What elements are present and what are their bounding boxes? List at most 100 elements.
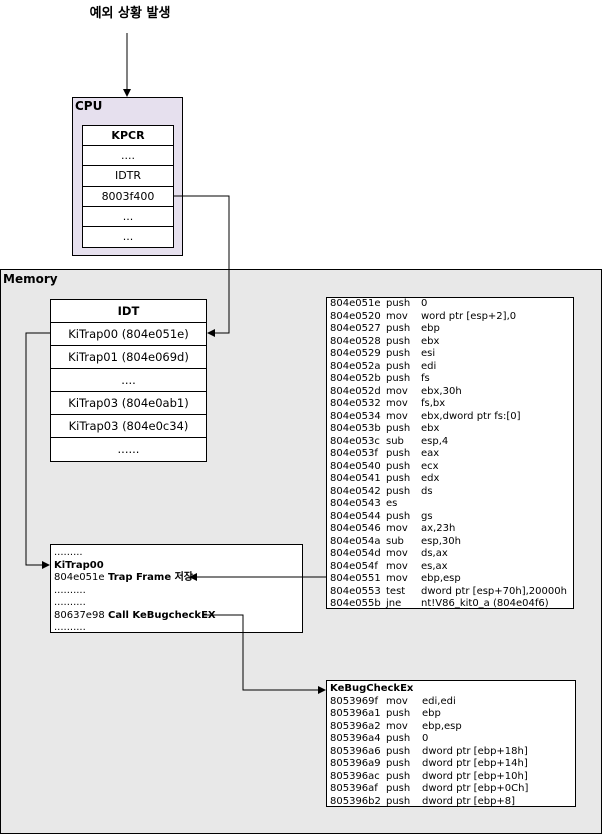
kebug-mnemonic: mov <box>386 695 408 707</box>
asm-mnemonic: mov <box>386 548 408 559</box>
asm-mnemonic: push <box>386 460 411 472</box>
asm-mnemonic: push <box>386 298 411 309</box>
asm-operand: 0 <box>421 298 428 309</box>
idt-entry-kitrap03-a: KiTrap03 (804e0ab1) <box>51 392 206 415</box>
kebug-operand: dword ptr [ebp+10h] <box>422 770 528 782</box>
kpcr-row-idtr-value: 8003f400 <box>83 187 173 207</box>
kitrap-address: ......... <box>54 547 83 558</box>
kitrap-line: .......... <box>54 622 302 635</box>
asm-line: 804e0520 mov word ptr [esp+2],0 <box>330 311 573 324</box>
kebug-address: 805396ac <box>330 770 380 782</box>
kebug-operand: ebp,esp <box>422 720 462 732</box>
kebug-operand: dword ptr [ebp+8] <box>422 795 516 807</box>
asm-address: 804e0527 <box>330 323 381 334</box>
kebug-address: 805396a6 <box>330 745 381 757</box>
kebug-operand: dword ptr [ebp+14h] <box>422 758 528 769</box>
asm-operand: word ptr [esp+2],0 <box>421 310 517 322</box>
asm-address: 804e0543 <box>330 498 381 509</box>
exception-event-label: 예외 상황 발생 <box>89 6 171 21</box>
asm-address: 804e0532 <box>330 398 381 409</box>
asm-mnemonic: push <box>386 485 411 497</box>
asm-operand: es,ax <box>421 560 448 572</box>
asm-operand: ebx,dword ptr fs:[0] <box>421 410 521 422</box>
kitrap-line: .......... <box>54 597 302 610</box>
asm-address: 804e0553 <box>330 585 381 597</box>
kitrap-text: Trap Frame 저장 <box>108 572 193 583</box>
asm-operand: ebx <box>421 335 440 347</box>
asm-line: 804e0553 test dword ptr [esp+70h],20000h <box>330 586 573 599</box>
asm-operand: ebp,esp <box>421 573 461 584</box>
asm-address: 804e0520 <box>330 310 381 322</box>
cpu-label: CPU <box>75 99 103 113</box>
asm-operand: ebx <box>421 423 440 434</box>
kebug-operand: ebp <box>422 708 441 719</box>
asm-mnemonic: push <box>386 423 411 434</box>
kebug-operand: dword ptr [ebp+18h] <box>422 745 528 757</box>
asm-operand: eax <box>421 448 440 459</box>
asm-address: 804e055b <box>330 598 381 609</box>
kebug-mnemonic: mov <box>386 720 408 732</box>
kebug-address: 805396a4 <box>330 733 381 744</box>
asm-mnemonic: mov <box>386 573 408 584</box>
idt-table: IDT KiTrap00 (804e051e) KiTrap01 (804e06… <box>50 299 207 462</box>
asm-mnemonic: sub <box>386 535 404 547</box>
asm-address: 804e052a <box>330 360 381 372</box>
asm-address: 804e052b <box>330 373 381 384</box>
asm-mnemonic: push <box>386 373 411 384</box>
asm-address: 804e052d <box>330 385 381 397</box>
kebug-line: 8053969f mov edi,edi <box>330 696 575 709</box>
kitrap-line: KiTrap00 <box>54 560 302 573</box>
kebug-address: 805396a1 <box>330 708 381 719</box>
asm-operand: esp,4 <box>421 435 449 447</box>
asm-address: 804e0541 <box>330 473 381 484</box>
asm-mnemonic: mov <box>386 385 408 397</box>
asm-address: 804e0529 <box>330 348 381 359</box>
arrow-idt-to-kitrap00 <box>25 332 50 569</box>
asm-address: 804e054a <box>330 535 381 547</box>
asm-mnemonic: push <box>386 360 411 372</box>
arrow-call-to-kebugcheckex <box>203 614 326 694</box>
asm-operand: dword ptr [esp+70h],20000h <box>421 585 567 597</box>
asm-address: 804e054d <box>330 548 381 559</box>
kebug-address: 8053969f <box>330 695 379 707</box>
kitrap-address: .......... <box>54 584 86 596</box>
asm-mnemonic: sub <box>386 435 404 447</box>
kpcr-row: .... <box>83 146 173 167</box>
kebug-mnemonic: push <box>386 758 411 769</box>
asm-address: 804e0546 <box>330 523 381 534</box>
asm-address: 804e0528 <box>330 335 381 347</box>
asm-mnemonic: push <box>386 348 411 359</box>
asm-mnemonic: mov <box>386 310 408 322</box>
kebug-operand: 0 <box>422 733 429 744</box>
kebug-operand: edi,edi <box>422 695 456 707</box>
kpcr-table: KPCR .... IDTR 8003f400 ... ... <box>82 125 174 248</box>
asm-address: 804e054f <box>330 560 378 572</box>
asm-operand: fs,bx <box>421 398 446 409</box>
idt-entry: .... <box>51 369 206 392</box>
asm-mnemonic: test <box>386 585 406 597</box>
kebug-operand: dword ptr [ebp+0Ch] <box>422 783 529 794</box>
idt-entry-kitrap01: KiTrap01 (804e069d) <box>51 346 206 369</box>
